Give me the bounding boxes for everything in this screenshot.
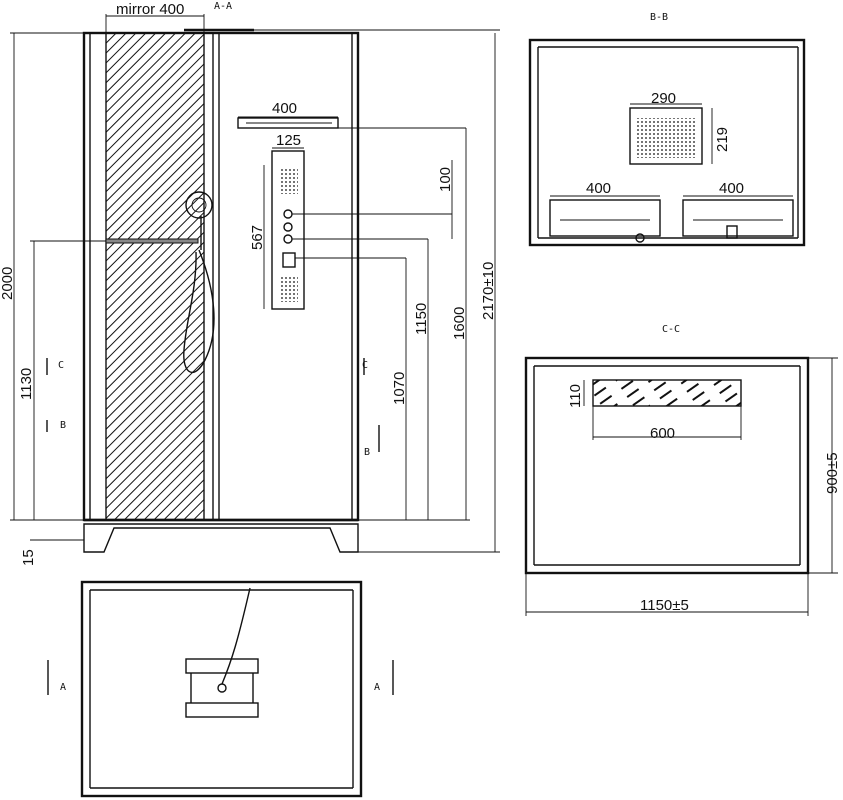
plan-frame — [80, 580, 363, 798]
top-shelf — [237, 117, 339, 129]
front-view — [10, 14, 500, 553]
marker-c-right: C — [362, 360, 368, 371]
top-fixture-width-dim: 290 — [651, 90, 676, 107]
section-bb-view — [528, 38, 806, 247]
section-aa-label: A-A — [214, 1, 232, 12]
marker-a-right: A — [374, 682, 380, 693]
ceiling-fixture — [592, 379, 742, 407]
mirror-label: mirror 400 — [116, 1, 184, 18]
mirror-panel — [105, 32, 205, 521]
base-15-dim: 15 — [20, 549, 37, 566]
width-dim: 1150±5 — [640, 597, 689, 614]
dim-1070: 1070 — [391, 372, 408, 405]
shelf-width-dim: 400 — [272, 100, 297, 117]
seat-top — [185, 658, 259, 674]
section-bb-frame — [528, 38, 806, 247]
height-1130-dim: 1130 — [18, 368, 35, 400]
shelf-left-width-dim: 400 — [586, 180, 611, 197]
plan-view — [47, 580, 394, 798]
overall-height-dim: 2170±10 — [480, 262, 497, 320]
shelf-right-width-dim: 400 — [719, 180, 744, 197]
hand-shower-head — [185, 191, 213, 219]
marker-b-left: B — [60, 420, 66, 431]
shower-hose — [183, 249, 215, 373]
shower-tray — [83, 523, 359, 553]
control-panel — [271, 150, 305, 310]
depth-dim: 900±5 — [824, 452, 841, 494]
fixture-height-dim: 110 — [567, 384, 584, 408]
seat-bottom — [185, 702, 259, 718]
dim-1150: 1150 — [413, 303, 430, 335]
plan-hose — [221, 587, 251, 685]
section-cc-frame — [524, 356, 810, 575]
top-fixture-height-dim: 219 — [714, 127, 731, 152]
dim-100: 100 — [437, 167, 454, 192]
marker-c-left: C — [58, 360, 64, 371]
panel-height-dim: 567 — [249, 225, 266, 250]
shelf-left — [549, 199, 661, 237]
section-cc-label: C-C — [662, 324, 680, 335]
panel-width-dim: 125 — [276, 132, 301, 149]
marker-b-right: B — [364, 447, 370, 458]
marker-a-left: A — [60, 682, 66, 693]
section-cc-view — [524, 356, 838, 616]
section-bb-label: B-B — [650, 12, 668, 23]
shelf-right — [682, 199, 794, 237]
rain-shower-fixture — [629, 107, 703, 165]
height-total-dim: 2000 — [0, 267, 16, 300]
fixture-width-dim: 600 — [650, 425, 675, 442]
dim-1600: 1600 — [451, 307, 468, 340]
